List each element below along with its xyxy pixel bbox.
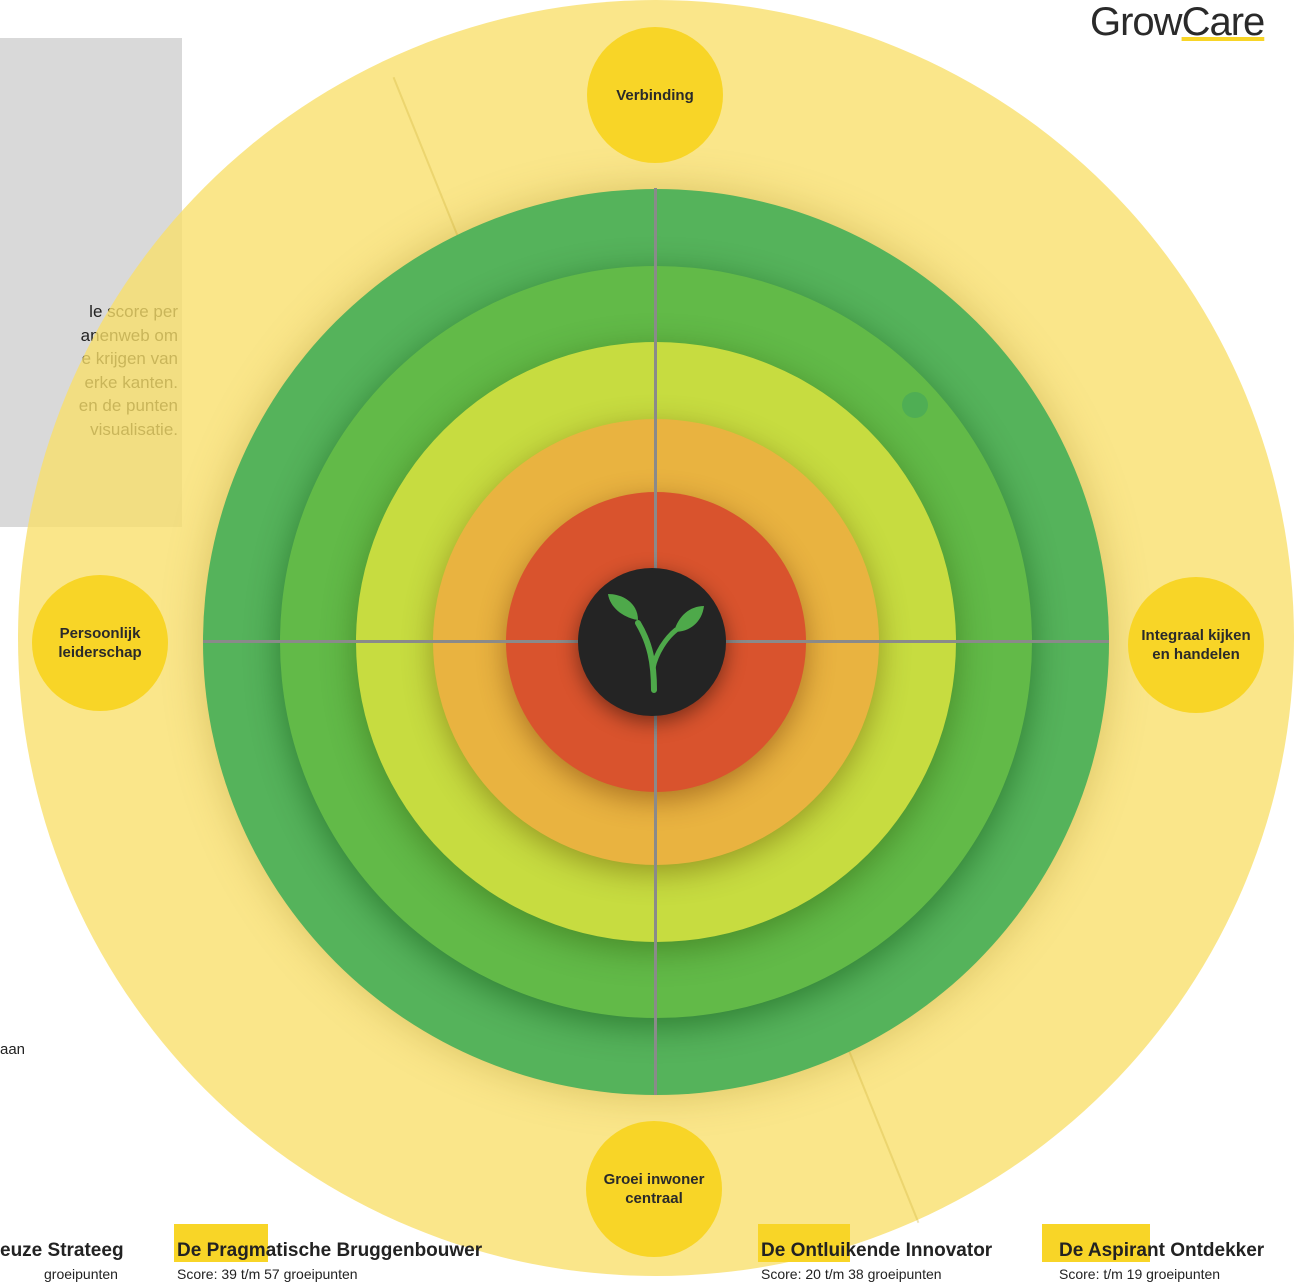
legend-tag	[174, 1224, 268, 1262]
dimension-label: Verbinding	[616, 86, 694, 104]
legend-score: groeipunten	[44, 1266, 118, 1282]
sprout-icon	[608, 594, 704, 693]
legend-title: De Pragmatische Bruggenbouwer	[177, 1240, 483, 1261]
dimension-persoonlijk-leiderschap[interactable]: Persoonlijk leiderschap	[32, 575, 168, 711]
vertical-axis-lower	[654, 700, 657, 1095]
dimension-label: Persoonlijk leiderschap	[58, 624, 141, 662]
vertical-axis	[654, 188, 657, 783]
growcare-logo: GrowCare	[1090, 0, 1266, 44]
side-note-text: aan	[0, 1041, 26, 1058]
legend-title: euze Strateeg	[0, 1240, 124, 1261]
dimension-verbinding[interactable]: Verbinding	[587, 27, 723, 163]
legend-tag	[758, 1224, 850, 1262]
dimension-label-line: en handelen	[1152, 646, 1240, 663]
dimension-label-line: leiderschap	[58, 644, 142, 661]
dimension-label: Integraal kijken en handelen	[1141, 626, 1250, 664]
center-hub	[578, 568, 726, 716]
legend-score: Score: t/m 19 groeipunten	[1059, 1266, 1221, 1282]
dimension-integraal-kijken[interactable]: Integraal kijken en handelen	[1128, 577, 1264, 713]
logo-text: Grow	[1090, 0, 1183, 44]
legend-score: Score: 20 t/m 38 groeipunten	[761, 1266, 942, 1282]
score-marker[interactable]	[902, 392, 928, 418]
legend-score: Score: 39 t/m 57 groeipunten	[177, 1266, 358, 1282]
logo-text-accent: Care	[1181, 0, 1266, 44]
legend-tag	[1042, 1224, 1150, 1262]
dimension-label-line: centraal	[625, 1190, 683, 1207]
dimension-label-line: Integraal kijken	[1141, 627, 1251, 644]
dimension-label: Groei inwoner centraal	[604, 1170, 705, 1208]
dimension-groei-inwoner-centraal[interactable]: Groei inwoner centraal	[586, 1121, 722, 1257]
legend-title: De Ontluikende Innovator	[761, 1240, 993, 1261]
dimension-label-line: Persoonlijk	[59, 625, 141, 642]
dimension-label-line: Groei inwoner	[603, 1171, 705, 1188]
legend-title: De Aspirant Ontdekker	[1059, 1240, 1265, 1261]
